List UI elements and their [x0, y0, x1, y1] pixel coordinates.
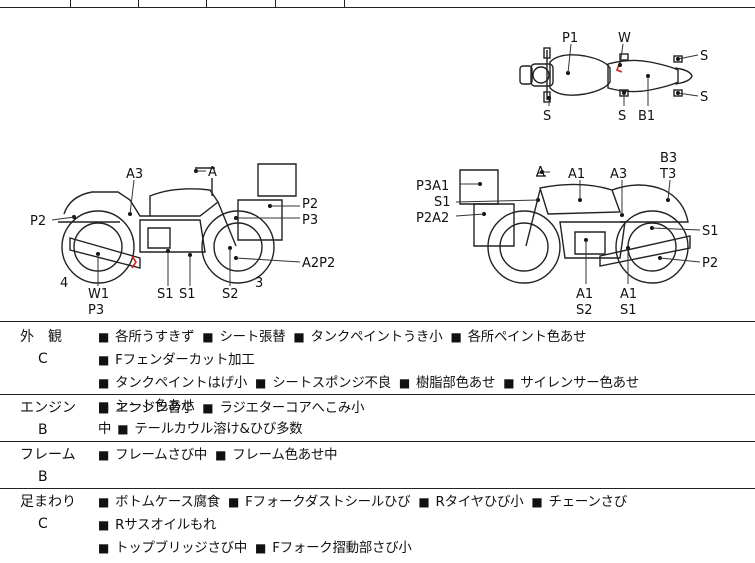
label-s1: S1	[702, 224, 719, 239]
label-a1: A1	[568, 167, 585, 182]
category-cell: 外 観 C	[0, 326, 90, 370]
remarks-line: 各所うすきずシート張替タンクペイントうき小各所ペイント色あせ Fフェンダーカット加…	[98, 326, 749, 372]
remarks-cell: エンジン音小ラジエターコアへこみ小	[98, 397, 749, 420]
remark-item: シート張替	[202, 330, 285, 345]
remark-item: Fフォーク摺動部さび小	[255, 541, 412, 556]
row-engine: エンジン B エンジン音小ラジエターコアへこみ小	[0, 394, 755, 441]
category-name: 足まわり	[20, 494, 76, 510]
label-w: W	[618, 31, 631, 46]
category-name: フレーム	[20, 447, 76, 463]
remark-item: エンジン音小	[98, 401, 194, 416]
remark-item: タンクペイントうき小	[293, 330, 442, 345]
remark-item: チェーンさび	[531, 495, 627, 510]
label-s: S	[618, 109, 626, 124]
remark-item: Fフォークダストシールひび	[228, 495, 411, 510]
label-p2: P2	[30, 214, 46, 229]
label-p3: P3	[88, 303, 104, 318]
label-s1: S1	[620, 303, 637, 318]
remark-item: 樹脂部色あせ	[399, 376, 495, 391]
label-a3: A3	[126, 167, 143, 182]
remarks-line: タンクペイントはげ小シートスポンジ不良樹脂部色あせサイレンサー色あせシート色あせ	[98, 372, 749, 418]
label-p3a1: P3A1	[416, 179, 449, 194]
label-s: S	[700, 49, 708, 64]
remark-item: ラジエターコアへこみ小	[202, 401, 364, 416]
remark-item: Rタイヤひび小	[418, 495, 523, 510]
label-s: S	[700, 90, 708, 105]
remark-item: サイレンサー色あせ	[503, 376, 639, 391]
label-p3: P3	[302, 213, 318, 228]
remark-item: テールカウル溶け&ひび多数	[117, 422, 302, 437]
label-b1: B1	[638, 109, 655, 124]
label-t3: T3	[659, 167, 676, 182]
remark-item: Rサスオイルもれ	[98, 518, 217, 533]
label-4: 4	[60, 276, 68, 291]
label-b3: B3	[660, 151, 677, 166]
row-exterior: 外 観 C 各所うすきずシート張替タンクペイントうき小各所ペイント色あせ Fフェン…	[0, 321, 755, 437]
remark-item: シート色あせ	[98, 399, 194, 414]
remark-item: 各所ペイント色あせ	[450, 330, 586, 345]
label-w1: W1	[88, 287, 109, 302]
category-cell: エンジン B	[0, 397, 90, 441]
label-s2: S2	[222, 287, 239, 302]
remark-item: シートスポンジ不良	[255, 376, 391, 391]
row-suspension: 足まわり C ボトムケース腐食 Fフォークダストシールひび Rタイヤひび小チェーンさ…	[0, 488, 755, 563]
label-a3: A3	[610, 167, 627, 182]
grade-value: C	[38, 516, 48, 532]
remark-item: 各所うすきず	[98, 330, 194, 345]
top-view-motorcycle: P1 W S S S S B1	[519, 31, 708, 124]
label-s1: S1	[157, 287, 174, 302]
label-p2: P2	[302, 197, 318, 212]
remark-item: トップブリッジさび中	[98, 541, 247, 556]
label-p2a2: P2A2	[416, 211, 449, 226]
remark-item: フレームさび中	[98, 448, 207, 463]
category-cell: 足まわり C	[0, 491, 90, 535]
remarks-cell: 各所うすきずシート張替タンクペイントうき小各所ペイント色あせ Fフェンダーカット加…	[98, 326, 749, 441]
label-s: S	[543, 109, 551, 124]
right-side-motorcycle: A A1 A3 B3 T3 P3A1 S1 P2A2 S1 P2 A1 S2 A…	[416, 151, 719, 318]
left-side-motorcycle: A3 A P2 P2 P3 A2P2 4 W1 P3 S1 S1 S2 3	[30, 163, 335, 318]
category-name: 外 観	[20, 329, 62, 345]
grade-value: B	[38, 469, 48, 485]
wrapped-text: 中	[98, 422, 112, 437]
category-name: エンジン	[20, 400, 76, 416]
row-frame: フレーム B フレームさび中フレーム色あせ中	[0, 441, 755, 488]
label-s1: S1	[179, 287, 196, 302]
label-a1: A1	[620, 287, 637, 302]
previous-table-edge	[0, 0, 755, 8]
label-a2p2: A2P2	[302, 256, 335, 271]
label-a: A	[208, 165, 217, 180]
remark-item: Fフェンダーカット加工	[98, 353, 255, 368]
remark-item: ボトムケース腐食	[98, 495, 220, 510]
damage-diagram: P1 W S S S S B1	[0, 7, 755, 321]
label-a1: A1	[576, 287, 593, 302]
remarks-line: トップブリッジさび中 Fフォーク摺動部さび小	[98, 537, 749, 560]
label-a: A	[536, 165, 545, 180]
remark-item: タンクペイントはげ小	[98, 376, 247, 391]
remarks-line: エンジン音小ラジエターコアへこみ小	[98, 397, 749, 420]
remarks-line: ボトムケース腐食 Fフォークダストシールひび Rタイヤひび小チェーンさび Rサスオイル…	[98, 491, 749, 537]
label-p2: P2	[702, 256, 718, 271]
remark-item: フレーム色あせ中	[215, 448, 337, 463]
remarks-cell: フレームさび中フレーム色あせ中	[98, 444, 749, 467]
remarks-line: フレームさび中フレーム色あせ中	[98, 444, 749, 467]
motorcycle-diagram-svg: P1 W S S S S B1	[30, 31, 719, 318]
label-s2: S2	[576, 303, 593, 318]
grade-value: C	[38, 351, 48, 367]
label-p1: P1	[562, 31, 578, 46]
label-s1: S1	[434, 195, 451, 210]
remarks-line: 中テールカウル溶け&ひび多数	[98, 418, 749, 441]
category-cell: フレーム B	[0, 444, 90, 488]
grade-value: B	[38, 422, 48, 438]
remarks-cell: ボトムケース腐食 Fフォークダストシールひび Rタイヤひび小チェーンさび Rサスオイル…	[98, 491, 749, 560]
label-3: 3	[255, 276, 263, 291]
